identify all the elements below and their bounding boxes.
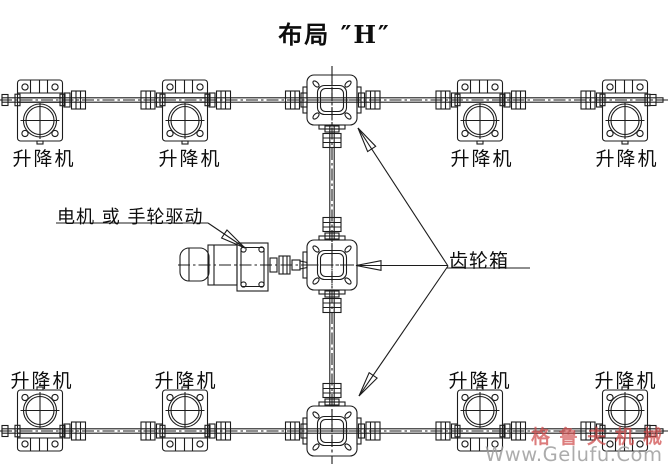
lifter-bottom-2 bbox=[159, 386, 211, 452]
lifter-bottom-3 bbox=[454, 386, 506, 452]
lifter-top-4 bbox=[599, 79, 651, 145]
lifter-label-bottom-2: 升降机 bbox=[154, 370, 218, 392]
lifter-bottom-1 bbox=[14, 386, 66, 452]
watermark-brand: 格鲁夫机械 bbox=[531, 426, 669, 448]
motor bbox=[179, 242, 308, 292]
lifter-label-bottom-4: 升降机 bbox=[594, 370, 658, 392]
leader-lines bbox=[56, 127, 530, 397]
lifter-top-2 bbox=[159, 79, 211, 145]
lifter-label-bottom-3: 升降机 bbox=[448, 370, 512, 392]
lifter-label-top-1: 升降机 bbox=[12, 148, 76, 170]
lifter-label-top-2: 升降机 bbox=[158, 148, 222, 170]
diagram-title: 布局 ″H″ bbox=[278, 20, 391, 49]
lifter-label-top-3: 升降机 bbox=[450, 148, 514, 170]
lifter-top-3 bbox=[454, 79, 506, 145]
lifter-top-1 bbox=[14, 79, 66, 145]
gearbox-bottom bbox=[302, 401, 362, 457]
gearbox-label: 齿轮箱 bbox=[449, 250, 510, 272]
motor-label: 电机 或 手轮驱动 bbox=[57, 207, 204, 228]
gearbox-top bbox=[302, 74, 362, 130]
lifter-label-bottom-1: 升降机 bbox=[10, 370, 74, 392]
watermark-url: Www.Gelufu.Com bbox=[485, 443, 663, 466]
lifter-label-top-4: 升降机 bbox=[595, 148, 659, 170]
